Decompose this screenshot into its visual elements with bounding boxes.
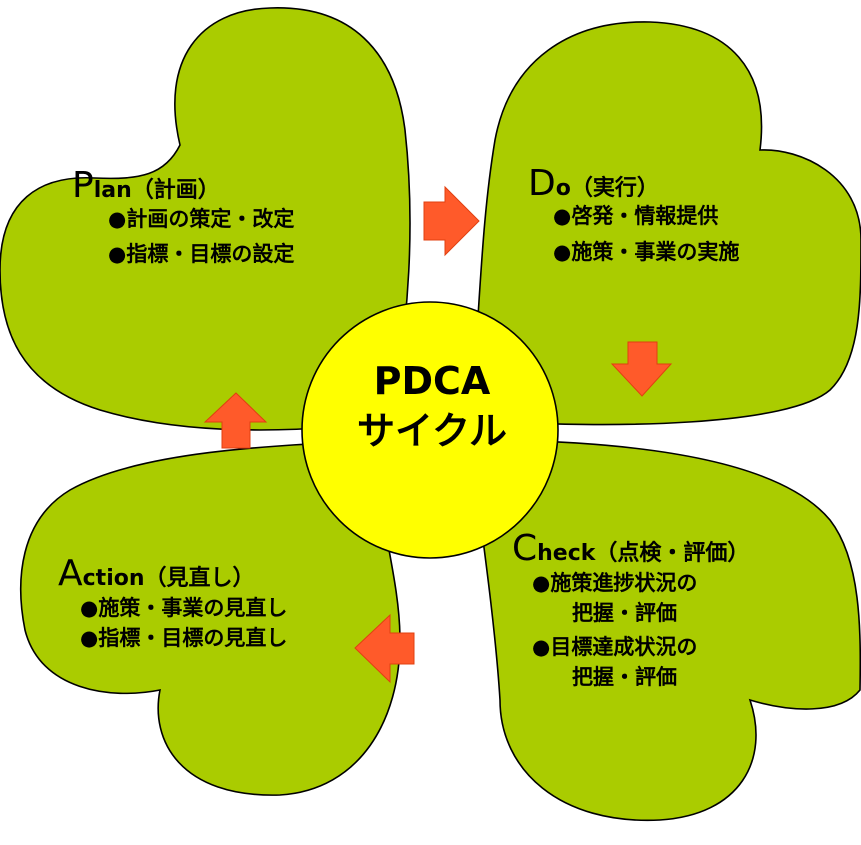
center-title-line1: PDCA xyxy=(374,359,491,403)
action-item-1: ●施策・事業の見直し xyxy=(80,596,287,620)
check-leaf xyxy=(469,439,861,822)
center-title-line2: サイクル xyxy=(357,409,507,453)
do-title-rest: o（実行） xyxy=(556,175,659,201)
arrow-check-to-action xyxy=(354,613,415,684)
check-item-1: ●施策進捗状況の xyxy=(532,571,697,595)
action-title-rest: ction（見直し） xyxy=(83,565,255,591)
plan-title-rest: lan（計画） xyxy=(94,177,220,203)
plan-item-2: ●指標・目標の設定 xyxy=(108,242,294,266)
arrow-action-to-plan xyxy=(203,392,268,449)
plan-title-initial: P xyxy=(72,165,94,206)
action-item-2: ●指標・目標の見直し xyxy=(80,626,287,650)
check-item-3: ●目標達成状況の xyxy=(532,635,697,659)
check-title-initial: C xyxy=(512,528,537,569)
check-item-2: 把握・評価 xyxy=(572,601,677,625)
action-title: Action（見直し） xyxy=(58,553,255,594)
check-title-rest: heck（点検・評価） xyxy=(537,540,749,566)
action-title-initial: A xyxy=(58,553,83,594)
arrow-plan-to-do xyxy=(423,185,480,257)
do-title: Do（実行） xyxy=(528,163,659,204)
check-item-4: 把握・評価 xyxy=(572,665,677,689)
do-leaf xyxy=(469,21,861,426)
check-title: Check（点検・評価） xyxy=(512,528,749,569)
center-circle xyxy=(301,301,559,559)
plan-leaf xyxy=(0,7,411,431)
do-title-initial: D xyxy=(528,163,556,204)
plan-item-1: ●計画の策定・改定 xyxy=(108,207,294,231)
arrow-do-to-check xyxy=(610,341,673,397)
do-item-2: ●施策・事業の実施 xyxy=(553,240,739,264)
do-item-1: ●啓発・情報提供 xyxy=(553,204,718,228)
plan-title: Plan（計画） xyxy=(72,165,220,206)
